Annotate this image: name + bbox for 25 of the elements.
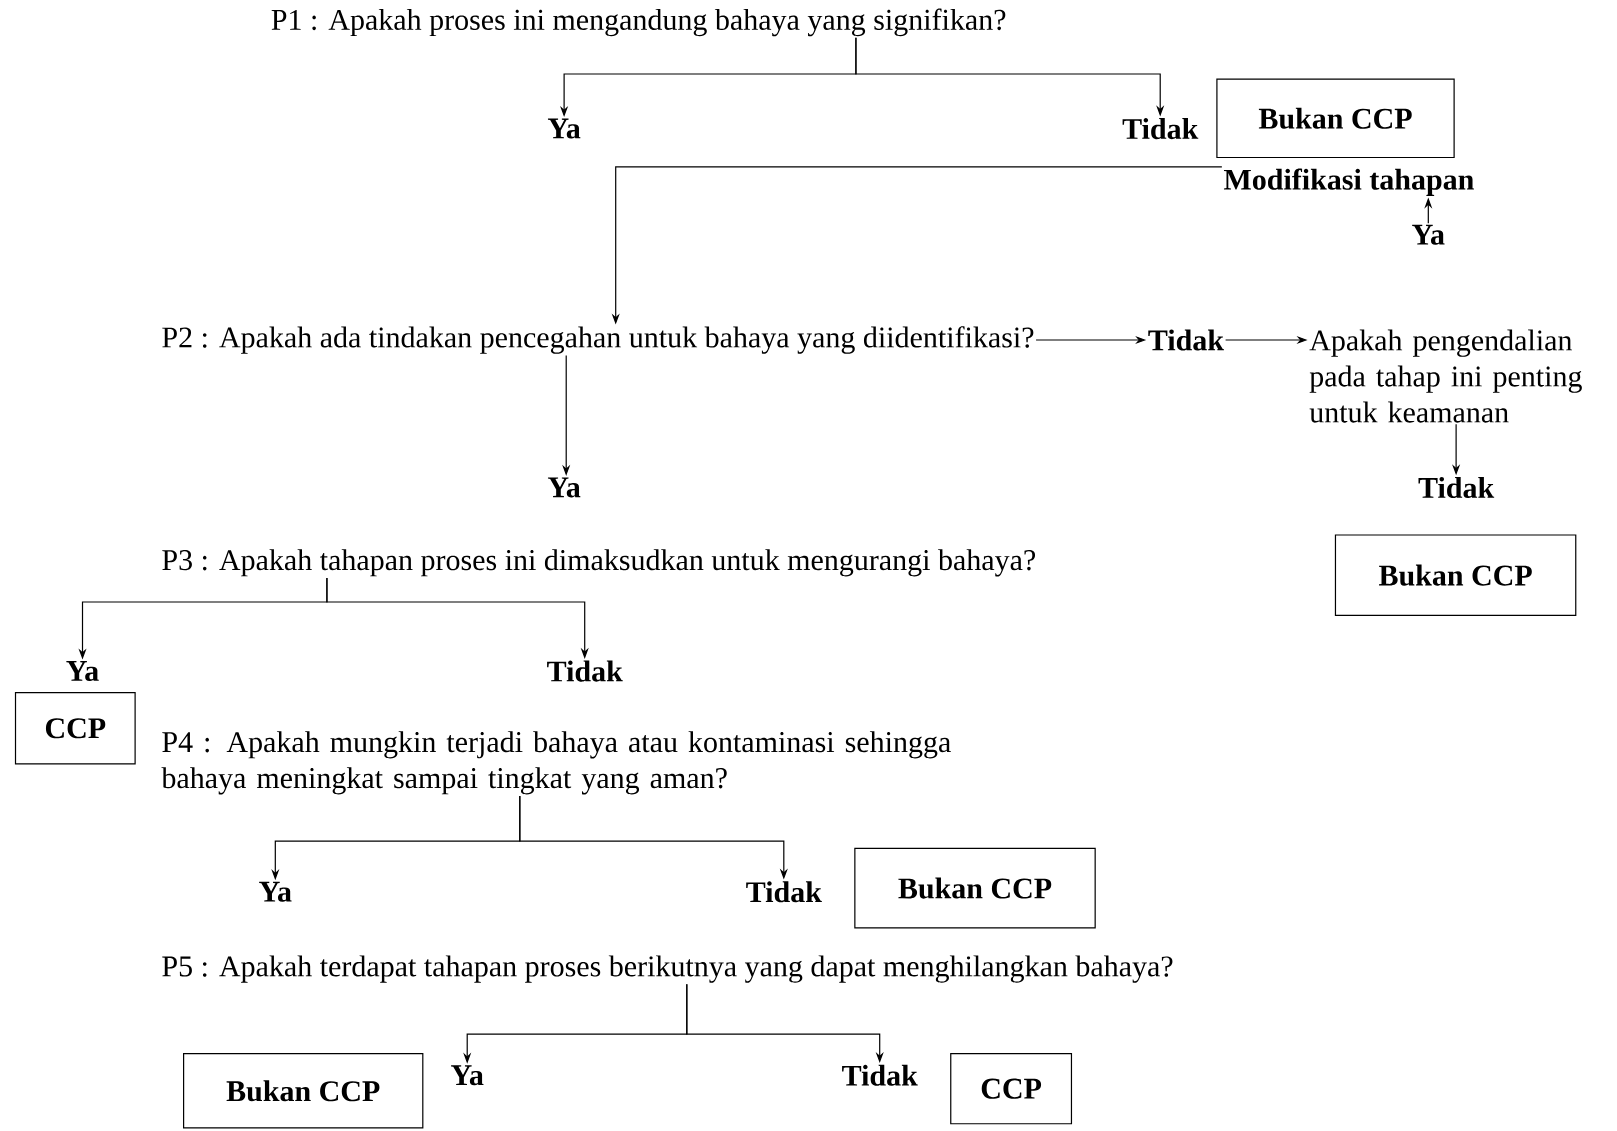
answer-label: Ya [1412, 224, 1445, 245]
answer-label: Tidak [746, 881, 822, 903]
answer-label: Tidak [842, 1064, 918, 1086]
question-text: P5 : Apakah terdapat tahapan proses berikutnya yang dapat menghilangkan bahaya? [162, 955, 1173, 983]
question-text: P2 : Apakah ada tindakan pencegahan untuk bahaya yang diidentifikasi? [162, 326, 1034, 354]
answer-label: Ya [66, 661, 99, 682]
answer-label: Modifikasi tahapan [1224, 168, 1474, 196]
answer-label: Ya [547, 118, 581, 139]
result-box: Bukan CCP [854, 847, 1096, 929]
answer-label: Ya [547, 477, 581, 498]
question-text: P3 : Apakah tahapan proses ini dimaksudkan untuk mengurangi bahaya? [162, 549, 1036, 577]
answer-label: Ya [451, 1065, 484, 1086]
result-box: Bukan CCP [1334, 534, 1577, 616]
result-box: CCP [14, 692, 136, 765]
answer-label: Tidak [547, 660, 623, 682]
question-text: Apakah pengendalian pada tahap ini penting untuk keamanan [1309, 329, 1582, 423]
answer-label: Ya [259, 881, 292, 902]
result-box: Bukan CCP [1216, 78, 1455, 159]
answer-label: Tidak [1122, 118, 1199, 140]
result-box: CCP [950, 1053, 1073, 1125]
question-text: P4 : Apakah mungkin terjadi bahaya atau kontaminasi sehingga bahaya meningkat sampai tingkat yang aman? [161, 731, 951, 795]
result-box: Bukan CCP [183, 1053, 424, 1129]
answer-label: Tidak [1148, 329, 1224, 351]
question-text: P1 : Apakah proses ini mengandung bahaya yang signifikan? [271, 8, 1006, 37]
answer-label: Tidak [1418, 476, 1495, 499]
